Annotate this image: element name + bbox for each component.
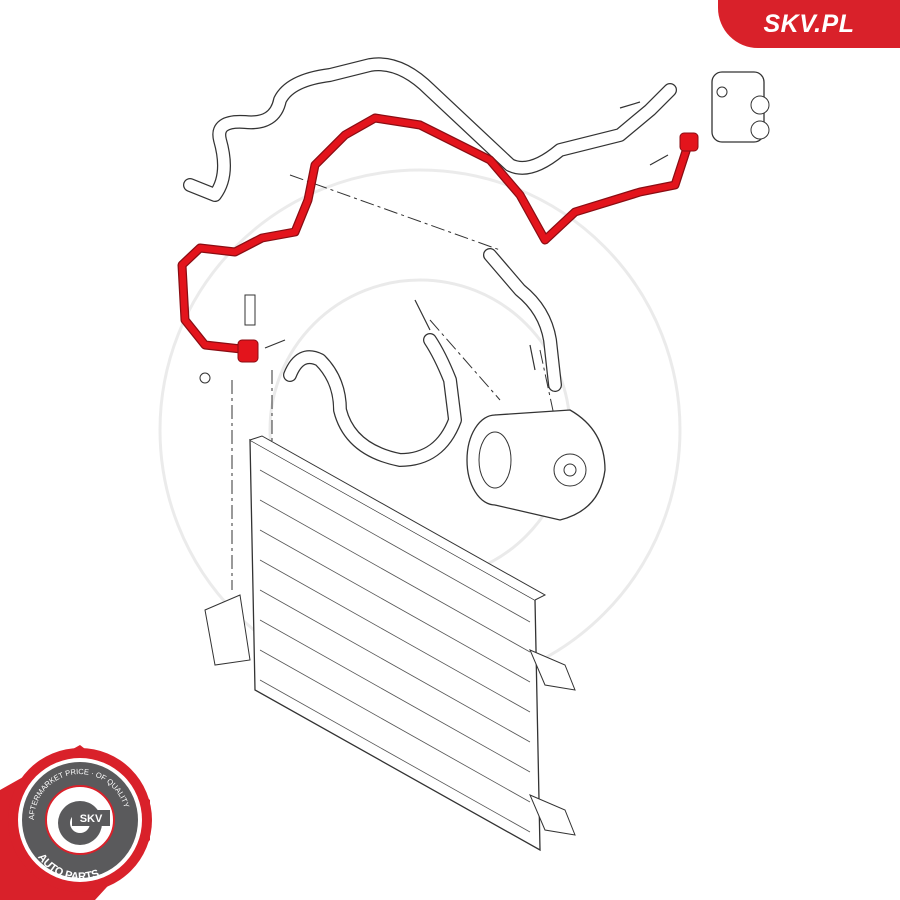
seal-center-text: SKV <box>80 813 103 825</box>
brand-site-label: SKV.PL <box>763 9 855 38</box>
pressure-switch <box>199 101 669 384</box>
suction-hose <box>183 57 677 202</box>
highlighted-refrigerant-line <box>177 113 699 363</box>
condenser <box>204 435 576 852</box>
ac-compressor <box>466 409 606 521</box>
expansion-valve-flange <box>711 71 770 143</box>
skv-auto-parts-seal <box>0 745 152 900</box>
discharge-hose <box>283 248 562 467</box>
brand-corner-badge: SKV.PL <box>718 0 900 48</box>
